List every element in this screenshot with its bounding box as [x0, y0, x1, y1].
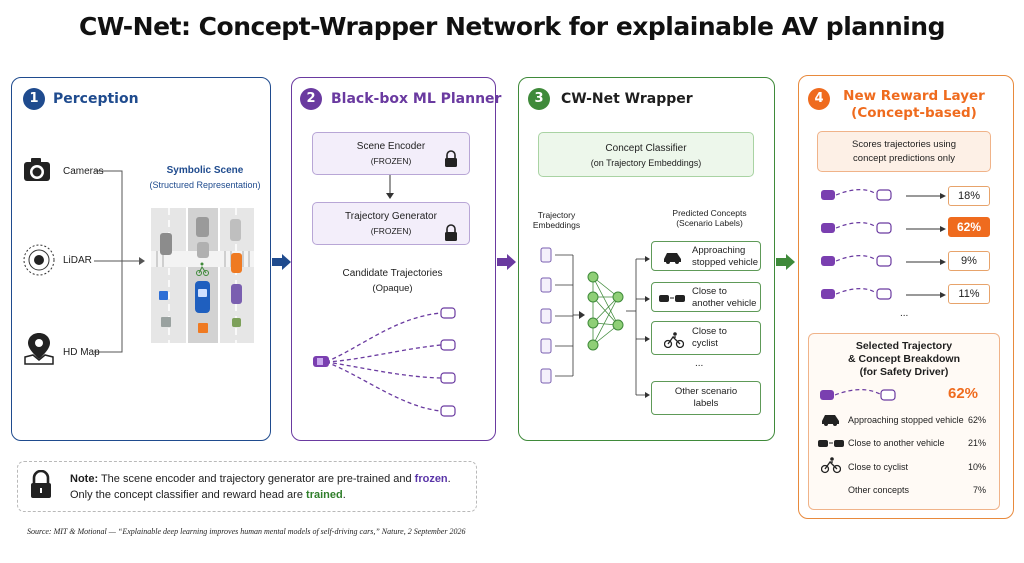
trajectory-generator-status: (FROZEN)	[370, 226, 412, 236]
car-icon	[664, 253, 681, 264]
scene-encoder-box: Scene Encoder (FROZEN)	[312, 132, 470, 175]
map-pin-icon	[24, 333, 54, 365]
selected-trajectory-score: 62%	[948, 385, 979, 402]
perception-graphics	[23, 158, 254, 365]
lock-icon	[445, 224, 457, 241]
symbolic-scene-subtitle: (Structured Representation)	[149, 180, 261, 190]
two-cars-icon	[659, 295, 685, 302]
breakdown-value-2: 21%	[968, 438, 987, 448]
planner-graphics	[313, 150, 457, 417]
reward-title: New Reward Layer	[843, 88, 985, 104]
trajectory-generator-box: Trajectory Generator (FROZEN)	[312, 202, 470, 245]
sensor-label-lidar: LiDAR	[63, 255, 92, 266]
breakdown-value-1: 62%	[968, 415, 987, 425]
concept-classifier-label: Concept Classifier	[605, 143, 687, 154]
breakdown-value-4: 7%	[973, 485, 987, 495]
cwnet-graphics	[540, 247, 650, 398]
concept-classifier-sublabel: (on Trajectory Embeddings)	[590, 158, 702, 168]
selected-trajectory-title: Selected Trajectory & Concept Breakdown …	[847, 340, 960, 378]
car-icon	[822, 415, 839, 426]
embeddings-label: Trajectory Embeddings	[532, 210, 581, 230]
reward-info-box: Scores trajectories using concept predic…	[817, 131, 991, 172]
scene-encoder-status: (FROZEN)	[370, 156, 412, 166]
scored-trajectories	[821, 189, 946, 300]
scores-ellipsis: ...	[900, 308, 909, 319]
breakdown-label-2: Close to another vehicle	[848, 438, 945, 448]
step-badge-4: 4	[808, 88, 830, 110]
two-cars-icon	[818, 440, 844, 447]
arrow-right-icon	[272, 254, 291, 270]
step-badge-3: 3	[528, 88, 550, 110]
note-text-line-1: Note: The scene encoder and trajectory g…	[70, 473, 451, 485]
symbolic-scene-title: Symbolic Scene	[166, 165, 244, 176]
concept-classifier-box: Concept Classifier (on Trajectory Embedd…	[538, 132, 754, 177]
breakdown-label-1: Approaching stopped vehicle	[848, 415, 964, 425]
trajectory-score-4: 11%	[948, 284, 990, 304]
selected-trajectory-box	[808, 333, 1000, 510]
concept-approaching-stopped-vehicle: Approaching stopped vehicle	[651, 241, 761, 271]
trajectory-generator-label: Trajectory Generator	[345, 211, 437, 222]
sensor-label-hdmap: HD Map	[63, 347, 100, 358]
arrow-right-icon	[497, 254, 516, 270]
candidate-trajectories-title: Candidate Trajectories	[342, 268, 443, 279]
selected-trajectory-graphic	[820, 389, 896, 401]
cwnet-title: CW-Net Wrapper	[561, 91, 693, 107]
trajectory-score-2: 62%	[948, 217, 990, 237]
trajectory-row	[821, 288, 946, 300]
trajectory-row	[821, 255, 946, 267]
cyclist-icon	[821, 457, 841, 474]
lidar-icon	[23, 244, 55, 276]
page-title: CW-Net: Concept-Wrapper Network for expl…	[78, 12, 946, 41]
trajectory-score-3: 9%	[948, 251, 990, 271]
car-outline-icon	[440, 307, 456, 417]
sensor-label-cameras: Cameras	[63, 166, 104, 177]
breakdown-value-3: 10%	[968, 462, 987, 472]
cyclist-icon	[196, 262, 209, 276]
breakdown-label-3: Close to cyclist	[848, 462, 909, 472]
concepts-ellipsis: ...	[695, 358, 704, 369]
lock-icon	[31, 470, 51, 498]
ego-car-icon	[313, 356, 329, 367]
scene-encoder-label: Scene Encoder	[356, 141, 426, 152]
planner-title: Black-box ML Planner	[331, 91, 502, 107]
concept-other-scenario-labels: Other scenario labels	[651, 381, 761, 415]
step-badge-1: 1	[23, 88, 45, 110]
concept-close-to-another-vehicle: Close to another vehicle	[651, 282, 761, 312]
note-box	[17, 461, 477, 512]
arrow-right-icon	[776, 254, 795, 270]
reward-subtitle: (Concept-based)	[851, 105, 977, 121]
lock-icon	[445, 150, 457, 167]
trajectory-row	[821, 222, 946, 234]
perception-title: Perception	[53, 91, 139, 107]
trajectory-score-1: 18%	[948, 186, 990, 206]
camera-icon	[24, 158, 50, 181]
panel-arrows	[272, 254, 795, 270]
source-citation: Source: MIT & Motional — “Explainable de…	[27, 527, 466, 536]
step-badge-2: 2	[300, 88, 322, 110]
candidate-trajectories-subtitle: (Opaque)	[372, 283, 413, 294]
note-text-line-2: Only the concept classifier and reward h…	[70, 489, 346, 501]
concept-close-to-cyclist: Close to cyclist	[651, 321, 761, 355]
cyclist-icon	[664, 332, 684, 348]
trajectory-row	[821, 189, 946, 201]
breakdown-label-4: Other concepts	[848, 485, 910, 495]
predicted-concepts-label: Predicted Concepts (Scenario Labels)	[672, 208, 747, 228]
